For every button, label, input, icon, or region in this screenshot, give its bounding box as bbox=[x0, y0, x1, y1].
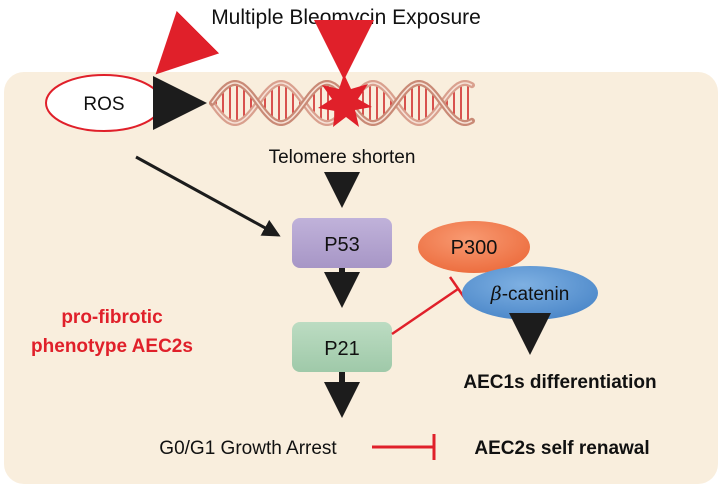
telomere-shorten-label: Telomere shorten bbox=[269, 147, 416, 168]
beta-catenin-node bbox=[462, 266, 598, 320]
p21-node bbox=[292, 322, 392, 372]
arrow-ros-to-p53 bbox=[135, 155, 281, 237]
aec2-self-renewal-label: AEC2s self renawal bbox=[474, 438, 649, 459]
phenotype-label-line1: pro-fibrotic bbox=[61, 307, 163, 328]
ros-label: ROS bbox=[83, 94, 124, 115]
beta-catenin-text: -catenin bbox=[502, 284, 570, 305]
beta-catenin-label: β-catenin bbox=[490, 283, 570, 305]
p53-node bbox=[292, 218, 392, 268]
p300-label: P300 bbox=[451, 237, 498, 259]
growth-arrest-label: G0/G1 Growth Arrest bbox=[159, 438, 337, 459]
aec1-differentiation-label: AEC1s differentiation bbox=[463, 372, 656, 393]
p53-label: P53 bbox=[324, 234, 360, 256]
p300-node bbox=[418, 221, 530, 273]
background-panel bbox=[4, 72, 718, 484]
phenotype-label-line2: phenotype AEC2s bbox=[31, 336, 193, 357]
beta-symbol: β bbox=[490, 283, 502, 305]
dna-damage-burst-icon bbox=[318, 74, 372, 127]
inhibit-p21-to-p300 bbox=[391, 287, 459, 336]
p21-label: P21 bbox=[324, 338, 360, 360]
title-multiple-bleomycin-exposure: Multiple Bleomycin Exposure bbox=[211, 6, 481, 29]
exposure-arrow-to-ros bbox=[155, 10, 220, 75]
